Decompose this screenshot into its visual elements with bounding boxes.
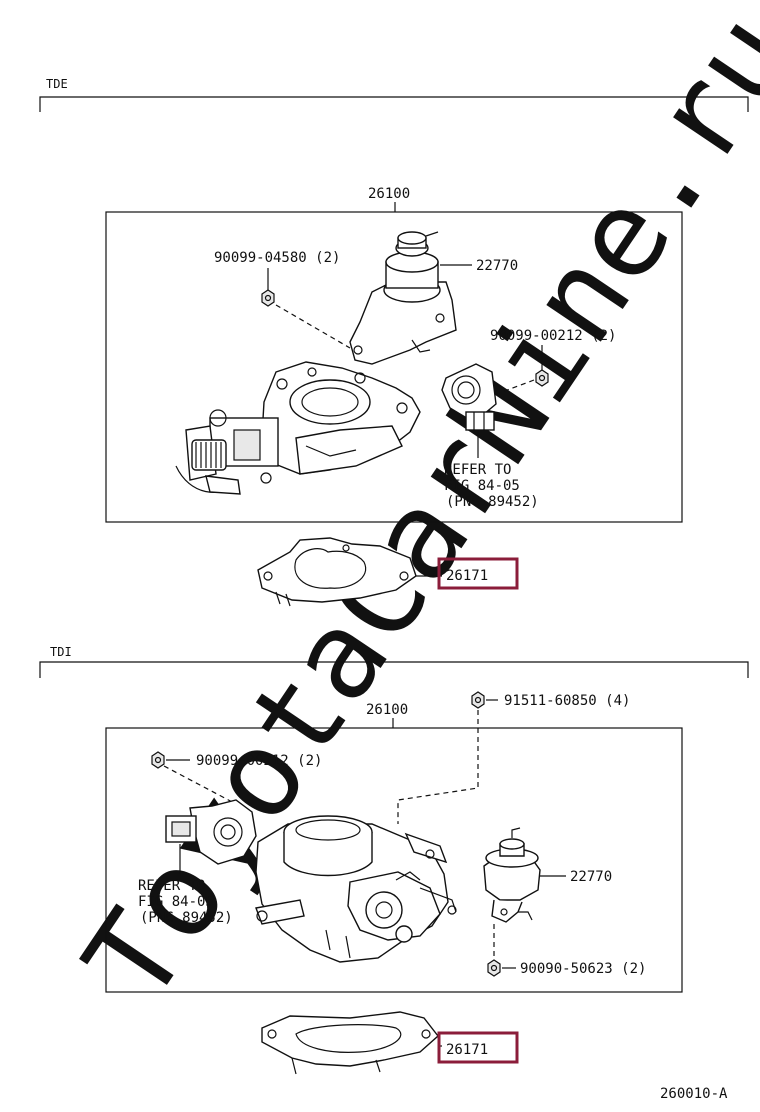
callout-bolt-tde[interactable]: 90099-04580 (2) <box>214 250 340 266</box>
refer-line-3-tdi: (PNC 89452) <box>140 910 233 926</box>
throttle-position-sensor-tdi <box>165 799 257 865</box>
vsv-valve-tdi <box>483 827 541 923</box>
refer-line-2-tde[interactable]: FIG 84-05 <box>444 478 520 494</box>
bolt-top-icon <box>471 691 485 709</box>
section-label-tdi: TDI <box>50 645 72 659</box>
callout-bolt-bottom-tdi[interactable]: 90090-50623 (2) <box>520 961 646 977</box>
callout-screw-tdi[interactable]: 90099-00212 (2) <box>196 753 322 769</box>
assembly-frame-tdi <box>105 727 683 993</box>
refer-line-3-tde: (PNC 89452) <box>446 494 539 510</box>
assembly-number-tde: 26100 <box>368 186 410 202</box>
refer-line-2-tdi[interactable]: FIG 84-05 <box>138 894 214 910</box>
gasket-number-tdi[interactable]: 26171 <box>446 1042 488 1058</box>
refer-line-1-tde: REFER TO <box>444 462 511 478</box>
refer-line-1-tdi: REFER TO <box>138 878 205 894</box>
assembly-frame-tde <box>105 211 683 523</box>
gasket-tde <box>257 537 417 607</box>
section-bracket-tdi <box>39 661 749 678</box>
throttle-spring-icon <box>191 439 227 471</box>
screw-tdi-icon <box>151 751 165 769</box>
callout-vsv-tde[interactable]: 22770 <box>476 258 518 274</box>
throttle-position-sensor-tde <box>441 363 497 431</box>
section-label-tde: TDE <box>46 77 68 91</box>
section-tde: TDE 26100 90099-04580 (2) 22770 <box>39 77 749 607</box>
throttle-body-tdi <box>255 815 457 963</box>
gasket-number-tde[interactable]: 26171 <box>446 568 488 584</box>
section-bracket-tde <box>39 96 749 112</box>
bolt-bottom-icon <box>487 959 501 977</box>
gasket-highlight-tdi[interactable] <box>437 1031 519 1064</box>
section-tdi: TDI 26100 91511-60850 (4) 90099-00212 (2… <box>39 645 749 1075</box>
vsv-valve-tde <box>349 231 457 365</box>
gasket-tdi <box>261 1011 439 1075</box>
figure-code: 260010-A <box>660 1086 728 1102</box>
callout-vsv-tdi[interactable]: 22770 <box>570 869 612 885</box>
assembly-number-tdi: 26100 <box>366 702 408 718</box>
callout-screw-tde[interactable]: 90099-00212 (2) <box>490 328 616 344</box>
callout-bolt-top-tdi[interactable]: 91511-60850 (4) <box>504 693 630 709</box>
bolt-icon <box>261 289 275 307</box>
screw-icon <box>535 369 549 387</box>
throttle-body-tde <box>175 361 421 495</box>
gasket-highlight-tde[interactable] <box>437 557 519 590</box>
